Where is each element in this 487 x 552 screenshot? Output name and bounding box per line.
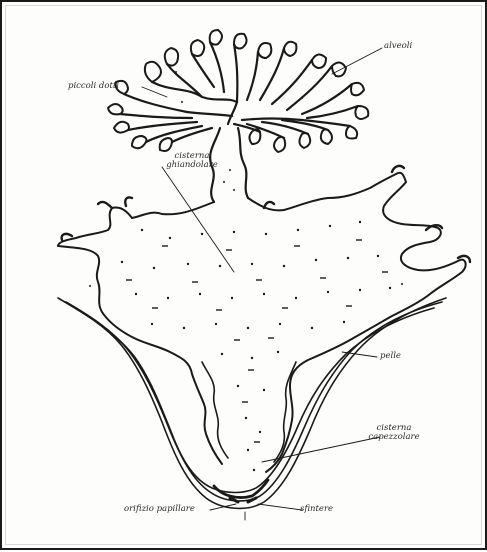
alveolus bbox=[274, 137, 285, 152]
label-skin: pelle bbox=[380, 352, 401, 361]
skin-outline bbox=[58, 298, 446, 508]
alveolus bbox=[108, 104, 123, 114]
alveolus bbox=[351, 83, 364, 95]
alveolus bbox=[346, 126, 357, 139]
alveolus bbox=[234, 34, 247, 49]
alveolus bbox=[321, 129, 332, 144]
label-papillary-orifice: orifizio papillare bbox=[124, 505, 195, 514]
label-alveoli: alveoli bbox=[384, 42, 412, 51]
alveolus bbox=[299, 133, 310, 148]
label-teat-cistern: cisterna capezzolare bbox=[358, 424, 430, 442]
label-teat-cistern-line2: capezzolare bbox=[358, 433, 430, 442]
alveolus bbox=[312, 54, 326, 68]
label-ducts: piccoli dotti bbox=[68, 82, 119, 91]
label-gland-cistern-line2: ghiandolare bbox=[152, 161, 232, 170]
alveolus bbox=[145, 62, 161, 82]
alveolus bbox=[355, 106, 368, 119]
alveolus bbox=[160, 138, 172, 151]
alveolus bbox=[210, 30, 222, 45]
alveolus bbox=[258, 43, 271, 58]
alveolus bbox=[332, 62, 346, 76]
label-gland-cistern: cisterna ghiandolare bbox=[152, 152, 232, 170]
label-sphincter: sfintere bbox=[300, 505, 333, 514]
alveolus bbox=[284, 42, 296, 56]
alveolus bbox=[132, 136, 147, 148]
alveolus bbox=[114, 122, 129, 133]
